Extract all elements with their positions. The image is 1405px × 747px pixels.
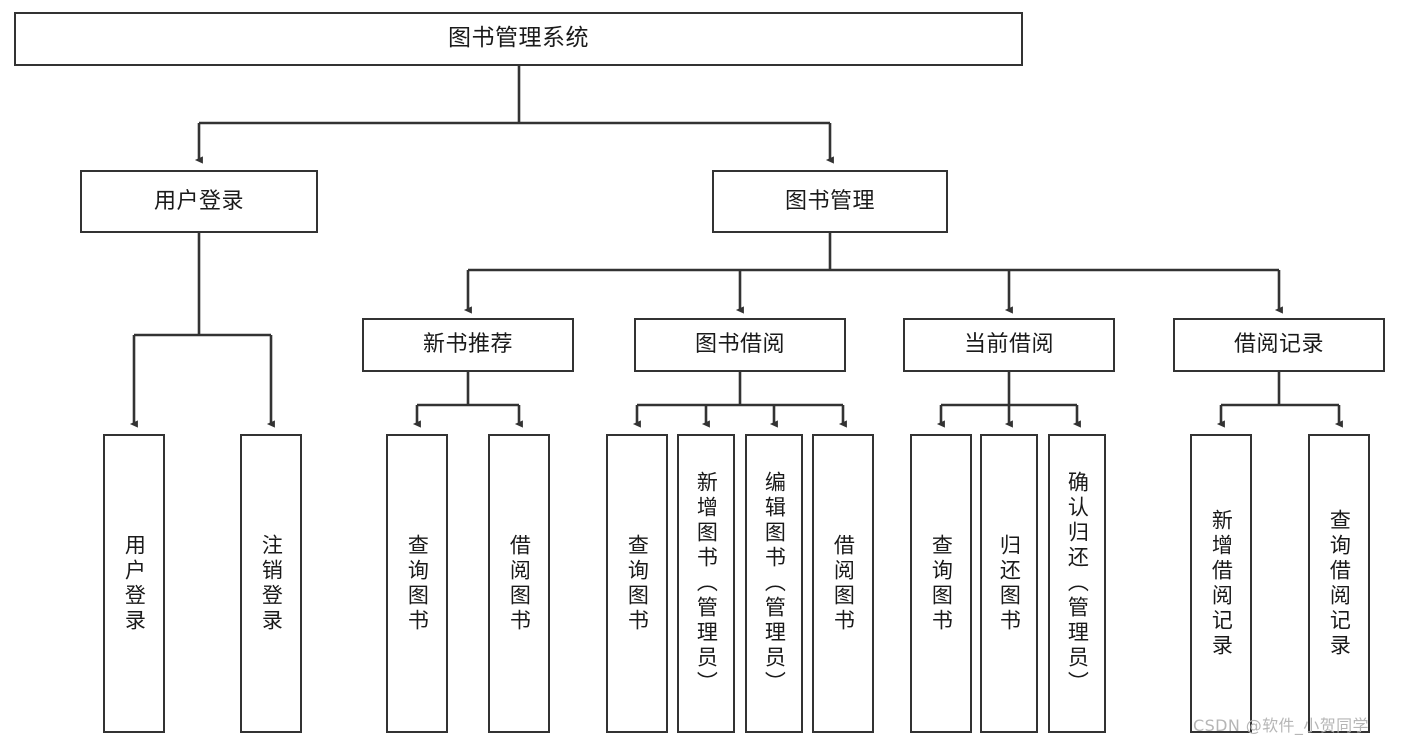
node-new-book-recommendation[interactable]: 新书推荐	[362, 318, 574, 372]
node-label: 查询图书	[405, 533, 430, 634]
node-leaf-user-login[interactable]: 用户登录	[103, 434, 165, 733]
node-leaf-borrow-book-1[interactable]: 借阅图书	[488, 434, 550, 733]
node-label: 查询借阅记录	[1327, 508, 1352, 659]
node-label: 查询图书	[625, 533, 650, 634]
node-leaf-add-borrow-record[interactable]: 新增借阅记录	[1190, 434, 1252, 733]
node-leaf-add-book-admin[interactable]: 新增图书（管理员）	[677, 434, 735, 733]
node-label: 图书借阅	[694, 332, 785, 358]
node-leaf-query-book-3[interactable]: 查询图书	[910, 434, 972, 733]
node-label: 用户登录	[153, 188, 244, 214]
node-label: 当前借阅	[963, 332, 1054, 358]
node-user-login[interactable]: 用户登录	[80, 170, 318, 233]
node-leaf-borrow-book-2[interactable]: 借阅图书	[812, 434, 874, 733]
node-label: 借阅记录	[1233, 332, 1324, 358]
node-label: 新增图书（管理员）	[694, 471, 719, 696]
node-label: 新书推荐	[422, 332, 513, 358]
node-label: 新增借阅记录	[1209, 508, 1234, 659]
node-label: 归还图书	[997, 533, 1022, 634]
node-book-management[interactable]: 图书管理	[712, 170, 948, 233]
node-label: 图书管理系统	[448, 25, 589, 52]
node-leaf-confirm-return-admin[interactable]: 确认归还（管理员）	[1048, 434, 1106, 733]
node-current-borrowing[interactable]: 当前借阅	[903, 318, 1115, 372]
node-leaf-return-book[interactable]: 归还图书	[980, 434, 1038, 733]
csdn-watermark: CSDN @软件_小贺同学	[1193, 716, 1369, 735]
node-leaf-query-borrow-record[interactable]: 查询借阅记录	[1308, 434, 1370, 733]
node-label: 图书管理	[784, 188, 875, 214]
node-label: 借阅图书	[831, 533, 856, 634]
node-label: 借阅图书	[507, 533, 532, 634]
node-leaf-query-book-1[interactable]: 查询图书	[386, 434, 448, 733]
node-label: 注销登录	[259, 533, 284, 634]
node-leaf-query-book-2[interactable]: 查询图书	[606, 434, 668, 733]
node-label: 查询图书	[929, 533, 954, 634]
node-leaf-logout[interactable]: 注销登录	[240, 434, 302, 733]
node-borrowing-records[interactable]: 借阅记录	[1173, 318, 1385, 372]
node-book-borrowing[interactable]: 图书借阅	[634, 318, 846, 372]
node-label: 用户登录	[122, 533, 147, 634]
node-label: 编辑图书（管理员）	[762, 471, 787, 696]
node-label: 确认归还（管理员）	[1065, 471, 1090, 696]
node-root-book-management-system[interactable]: 图书管理系统	[14, 12, 1023, 66]
node-leaf-edit-book-admin[interactable]: 编辑图书（管理员）	[745, 434, 803, 733]
